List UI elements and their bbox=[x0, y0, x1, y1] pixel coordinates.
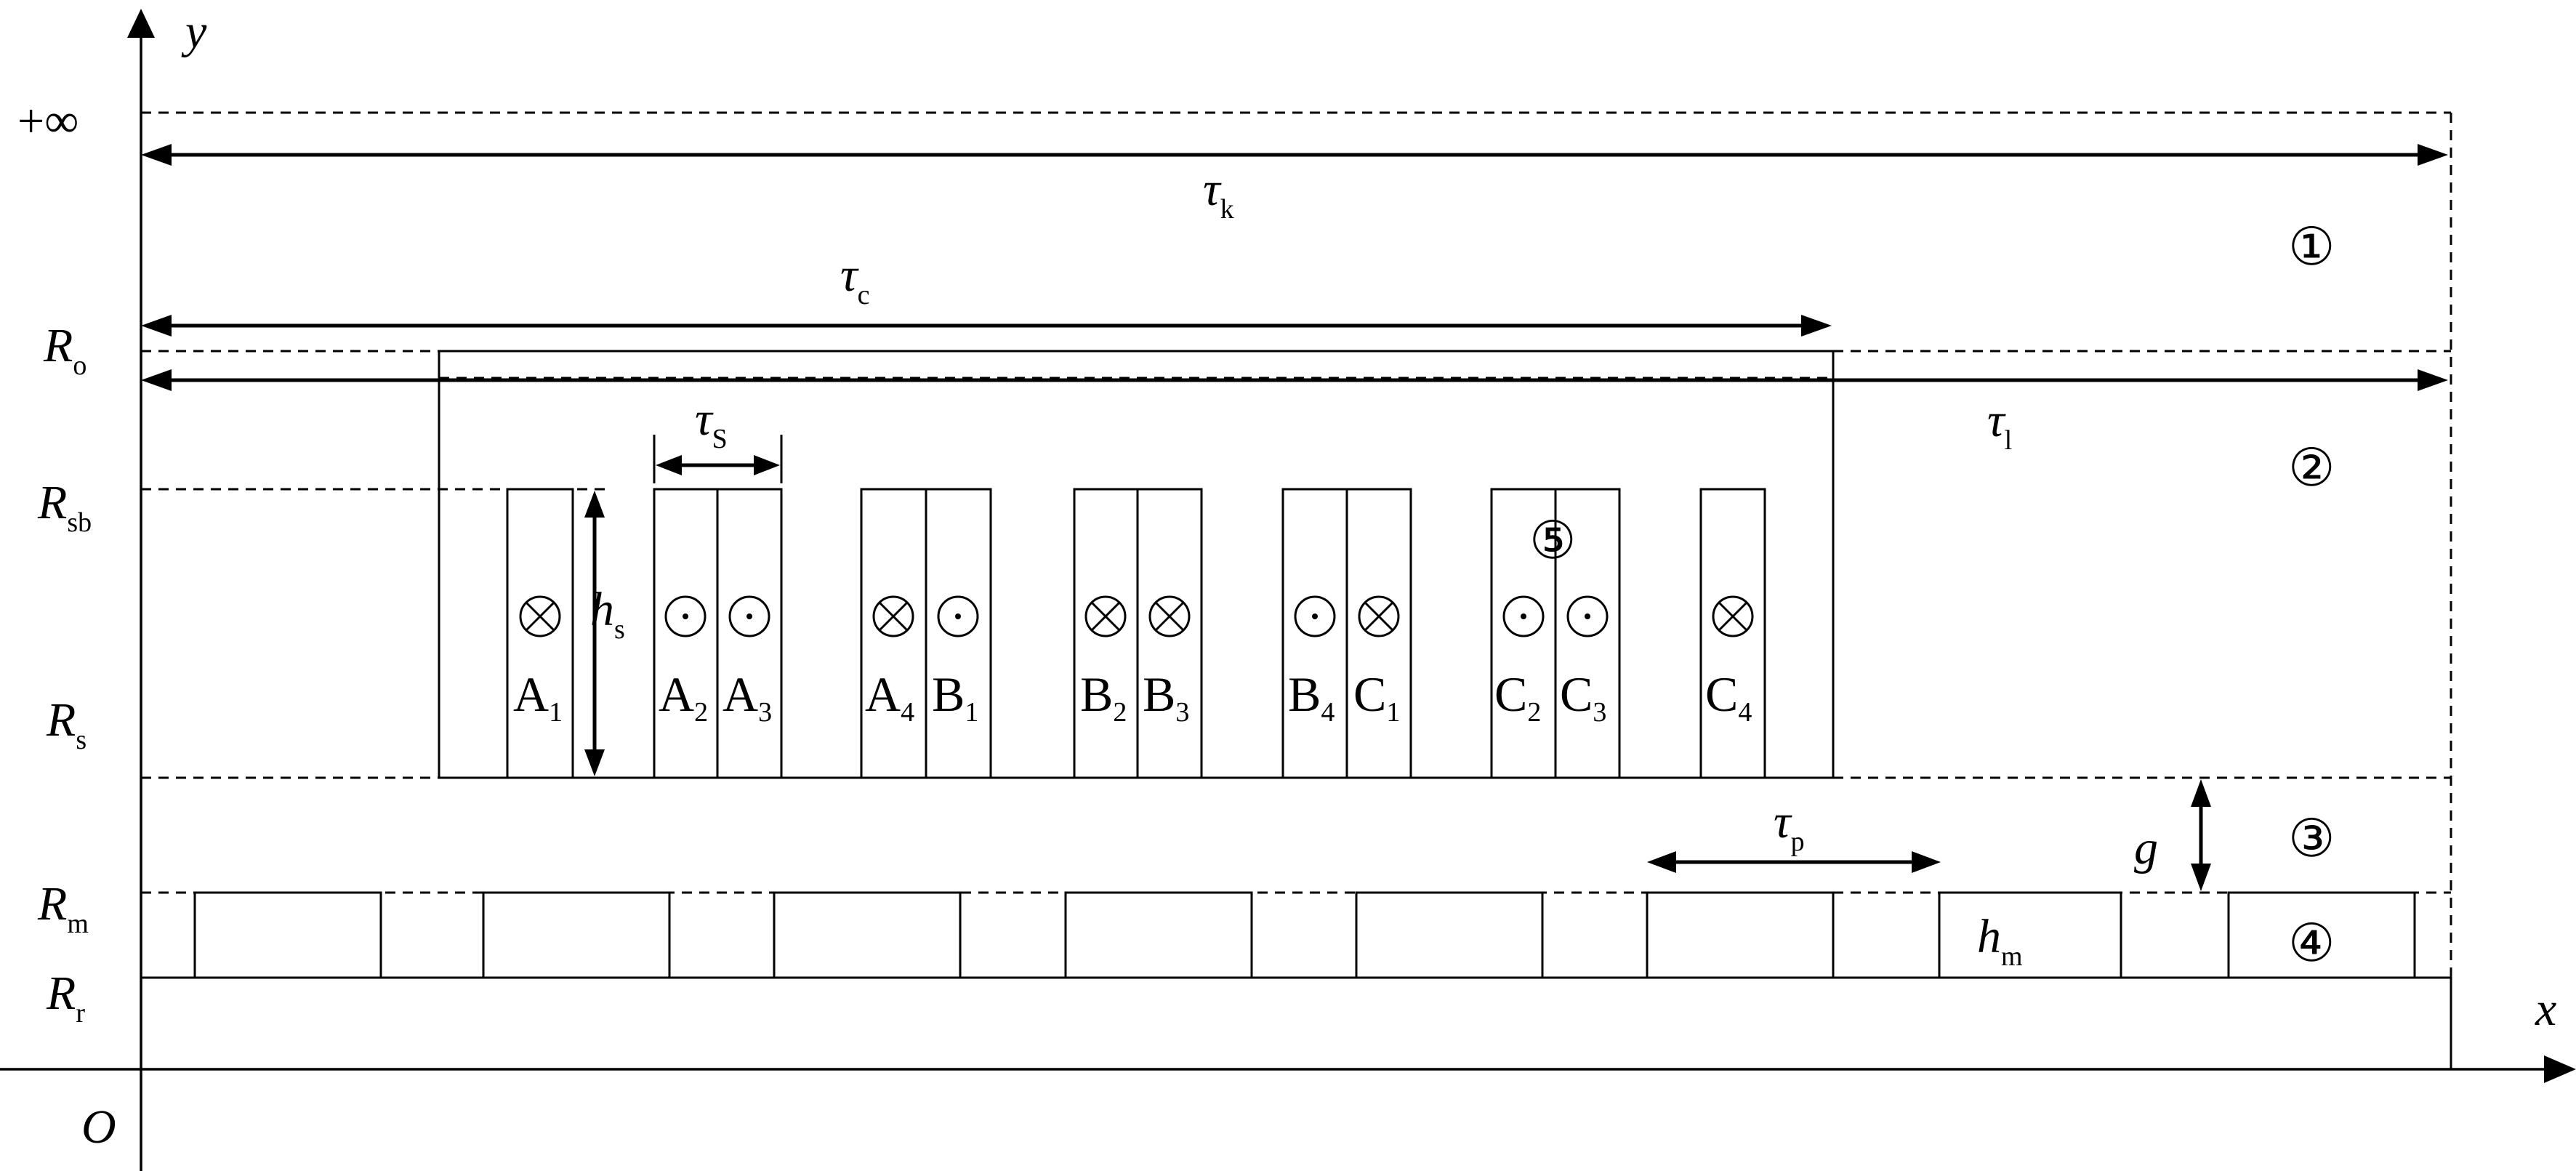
region-label-5: ⑤ bbox=[1529, 512, 1577, 570]
coil-label-a3: A3 bbox=[723, 667, 772, 728]
cross-symbol-a4 bbox=[872, 595, 914, 637]
coil-label-b2: B2 bbox=[1080, 667, 1127, 728]
region-label-3: ③ bbox=[2288, 810, 2335, 868]
y-axis bbox=[127, 9, 155, 1171]
label-h-s: hs bbox=[590, 583, 625, 645]
label-g: g bbox=[2134, 821, 2158, 874]
coil-label-b3: B3 bbox=[1143, 667, 1189, 728]
x-axis-label: x bbox=[2535, 983, 2556, 1036]
dot-symbol-b4 bbox=[1294, 595, 1336, 637]
label-r-r: Rr bbox=[46, 967, 85, 1029]
cross-symbol-a1 bbox=[519, 595, 561, 637]
permanent-magnets bbox=[193, 891, 2416, 979]
label-plus-infinity: +∞ bbox=[17, 94, 79, 148]
coil-label-a4: A4 bbox=[865, 667, 914, 728]
tau-p-dimension bbox=[1647, 851, 1941, 873]
dot-symbol-b1 bbox=[937, 595, 979, 637]
coil-label-a2: A2 bbox=[659, 667, 708, 728]
boundary-lines bbox=[141, 111, 2452, 978]
region-label-2: ② bbox=[2288, 439, 2335, 497]
region-label-1: ① bbox=[2288, 218, 2335, 276]
dot-symbol-c2 bbox=[1502, 595, 1545, 637]
coil-label-b4: B4 bbox=[1288, 667, 1335, 728]
stator-core bbox=[438, 350, 1835, 779]
coil-label-a1: A1 bbox=[513, 667, 563, 728]
tau-c-dimension bbox=[141, 315, 1832, 337]
rotor-iron bbox=[141, 976, 2452, 1069]
y-axis-label: y bbox=[181, 5, 207, 58]
coil-slots bbox=[506, 488, 1766, 779]
label-tau-k: τk bbox=[1203, 163, 1234, 225]
g-dimension bbox=[2191, 779, 2211, 891]
coil-labels: A1 A2 A3 A4 B1 B2 B3 B4 C1 C2 C3 C4 bbox=[513, 667, 1752, 728]
cross-symbol-c1 bbox=[1358, 595, 1400, 637]
coil-label-c4: C4 bbox=[1705, 667, 1752, 728]
tau-s-dimension bbox=[653, 435, 783, 483]
coil-label-b1: B1 bbox=[932, 667, 978, 728]
coil-label-c3: C3 bbox=[1560, 667, 1606, 728]
label-tau-p: τp bbox=[1774, 795, 1805, 857]
dot-symbol-a3 bbox=[728, 595, 770, 637]
coil-label-c1: C1 bbox=[1353, 667, 1400, 728]
x-axis bbox=[0, 1055, 2576, 1083]
tau-k-dimension bbox=[141, 144, 2448, 166]
cross-symbol-c4 bbox=[1712, 595, 1754, 637]
label-h-m: hm bbox=[1977, 910, 2023, 972]
label-tau-s: τS bbox=[695, 393, 728, 454]
coil-label-c2: C2 bbox=[1494, 667, 1541, 728]
h-s-dimension bbox=[584, 491, 605, 776]
label-r-m: Rm bbox=[37, 877, 89, 939]
dot-symbol-a2 bbox=[664, 595, 707, 637]
region-label-4: ④ bbox=[2288, 914, 2335, 973]
label-tau-l: τl bbox=[1987, 394, 2012, 456]
cross-symbol-b2 bbox=[1084, 595, 1127, 637]
label-r-s: Rs bbox=[46, 693, 86, 755]
current-direction-symbols bbox=[519, 595, 1754, 637]
cross-symbol-b3 bbox=[1148, 595, 1191, 637]
dot-symbol-c3 bbox=[1566, 595, 1609, 637]
tau-l-dimension bbox=[141, 369, 2448, 391]
label-r-o: Ro bbox=[43, 319, 86, 381]
origin-label: O bbox=[81, 1100, 116, 1154]
label-r-sb: Rsb bbox=[37, 476, 92, 538]
label-tau-c: τc bbox=[840, 249, 870, 310]
